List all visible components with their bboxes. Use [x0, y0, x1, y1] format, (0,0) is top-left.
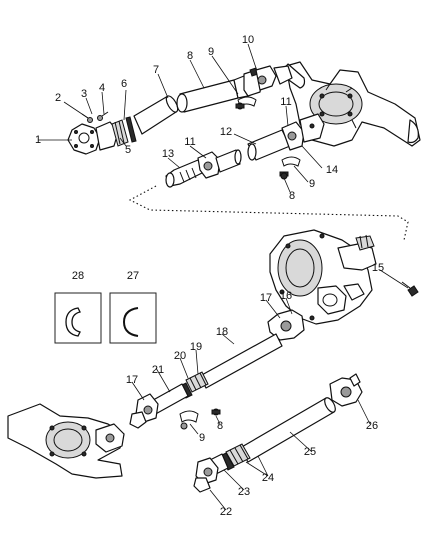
callout-8-top: 8	[187, 50, 193, 62]
callout-6: 6	[121, 78, 127, 90]
strap-9-bolt-8-front	[179, 408, 221, 430]
callout-27: 27	[127, 270, 139, 282]
callout-1: 1	[35, 134, 41, 146]
callout-26: 26	[366, 420, 378, 432]
callout-14: 14	[326, 164, 338, 176]
shaft-7	[133, 95, 179, 135]
front-driveshaft-18	[129, 309, 305, 429]
tube-12	[215, 149, 242, 173]
callout-22: 22	[220, 506, 232, 518]
callout-7: 7	[153, 64, 159, 76]
slip-yoke-13	[165, 159, 205, 188]
inset-27	[109, 292, 157, 344]
callout-20: 20	[174, 350, 186, 362]
callout-15: 15	[372, 262, 384, 274]
callout-13: 13	[162, 148, 174, 160]
callout-24: 24	[262, 472, 274, 484]
callout-11-top: 11	[280, 96, 291, 108]
callout-5: 5	[125, 144, 131, 156]
tube-12-right	[247, 113, 325, 161]
callout-17-lower: 17	[126, 374, 138, 386]
flange-yoke-1	[67, 121, 119, 155]
callout-labels: 1 2 3 4 5 6 7 8 9 10 11 12 13 11 14 9 8 …	[35, 34, 384, 518]
callout-25: 25	[304, 446, 316, 458]
front-axle-assembly	[7, 403, 125, 479]
u-joint-11-lower	[197, 151, 221, 179]
callout-18: 18	[216, 326, 228, 338]
callout-8-lower: 8	[289, 190, 295, 202]
callout-9-front: 9	[199, 432, 205, 444]
callout-16: 16	[280, 290, 292, 302]
strap-9-top	[235, 96, 257, 110]
driveshaft-25	[193, 373, 363, 493]
leader-lines	[38, 43, 409, 511]
tube-8-top	[176, 67, 263, 113]
callout-9-top: 9	[208, 46, 214, 58]
transfer-case	[269, 229, 377, 325]
callout-9-lower: 9	[309, 178, 315, 190]
callout-19: 19	[190, 341, 202, 353]
u-joint-10	[255, 65, 293, 91]
boot-5-6	[111, 116, 137, 147]
routing-line	[128, 185, 409, 241]
inset-28	[54, 292, 102, 344]
strap-9-bolt-8-lower	[279, 156, 301, 180]
callout-28: 28	[72, 270, 84, 282]
callout-11-lower: 11	[184, 136, 195, 148]
callout-2: 2	[55, 92, 61, 104]
callout-8-front: 8	[217, 420, 223, 432]
callout-4: 4	[99, 82, 105, 94]
callout-10: 10	[242, 34, 254, 46]
callout-12: 12	[220, 126, 232, 138]
callout-21: 21	[152, 364, 164, 376]
callout-17-upper: 17	[260, 292, 272, 304]
callout-23: 23	[238, 486, 250, 498]
callout-3: 3	[81, 88, 87, 100]
bolt-15	[401, 281, 419, 297]
